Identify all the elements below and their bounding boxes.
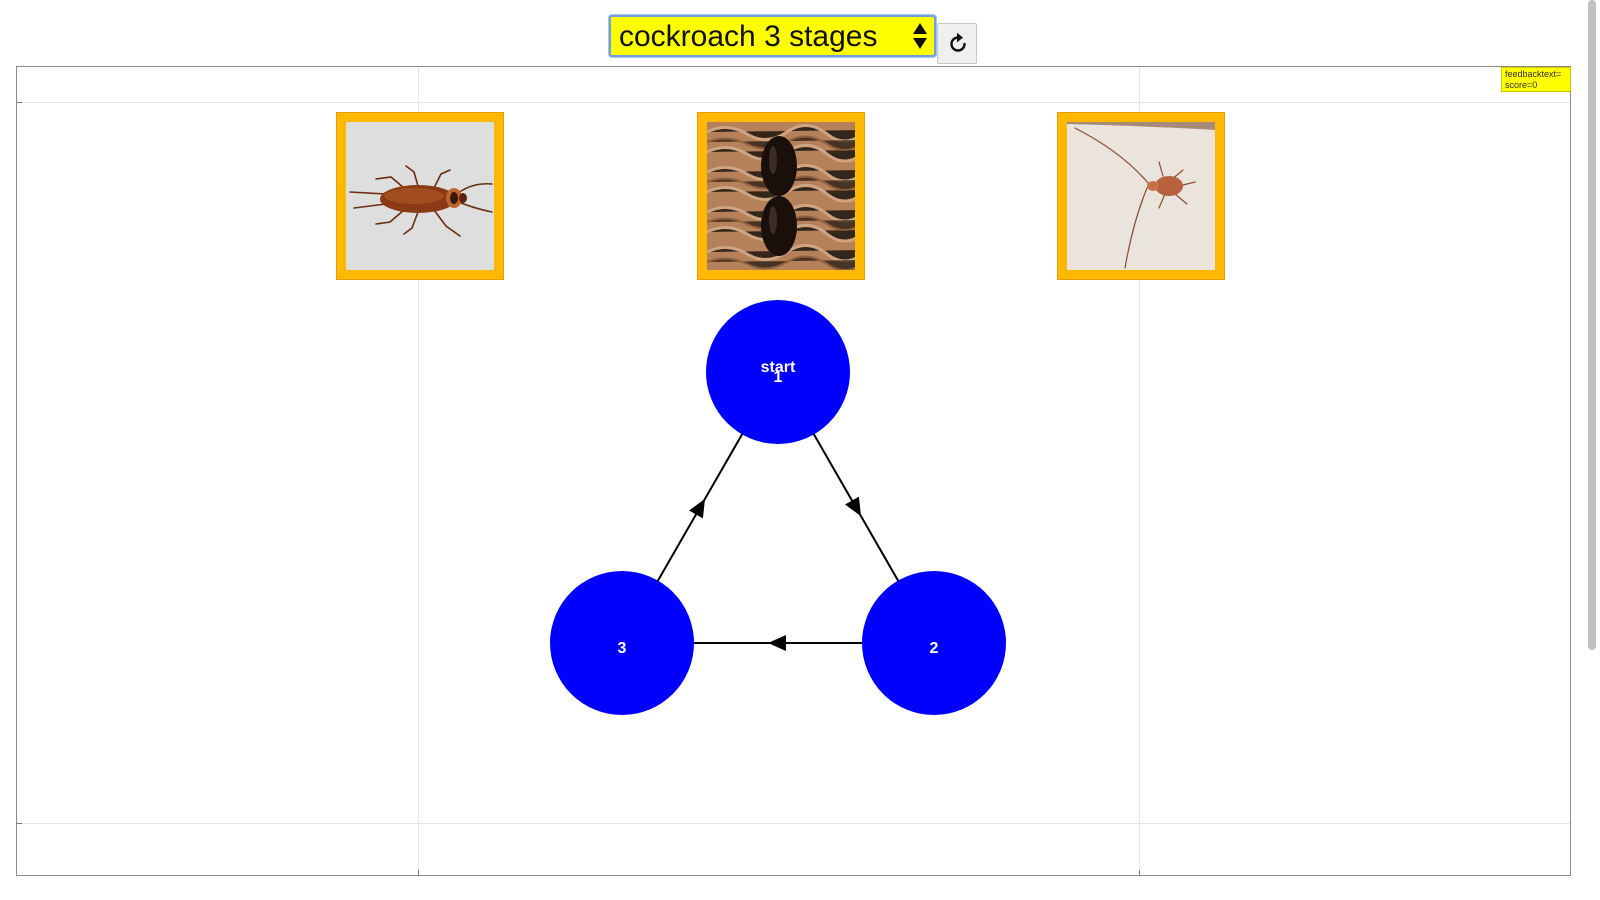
start-label: start: [761, 359, 796, 376]
toolbar: cockroach 3 stages: [0, 0, 1600, 66]
stage-node-3[interactable]: 3: [550, 571, 694, 715]
refresh-icon: [945, 31, 971, 57]
stage-node-label: 3: [618, 640, 627, 657]
reload-button[interactable]: [937, 23, 977, 64]
arrowhead-3-to-1: [689, 499, 705, 519]
stage-select[interactable]: cockroach 3 stages: [609, 15, 936, 57]
arrowhead-2-to-3: [768, 635, 786, 651]
activity-canvas: feedbacktext= score=0: [16, 66, 1571, 876]
arrowhead-1-to-2: [845, 497, 861, 517]
select-arrows-icon: [912, 21, 928, 51]
stage-node-label: 2: [930, 640, 939, 657]
stage-select-value: cockroach 3 stages: [619, 20, 877, 54]
stage-node-2[interactable]: 2: [862, 571, 1006, 715]
vertical-scrollbar[interactable]: [1588, 0, 1596, 650]
